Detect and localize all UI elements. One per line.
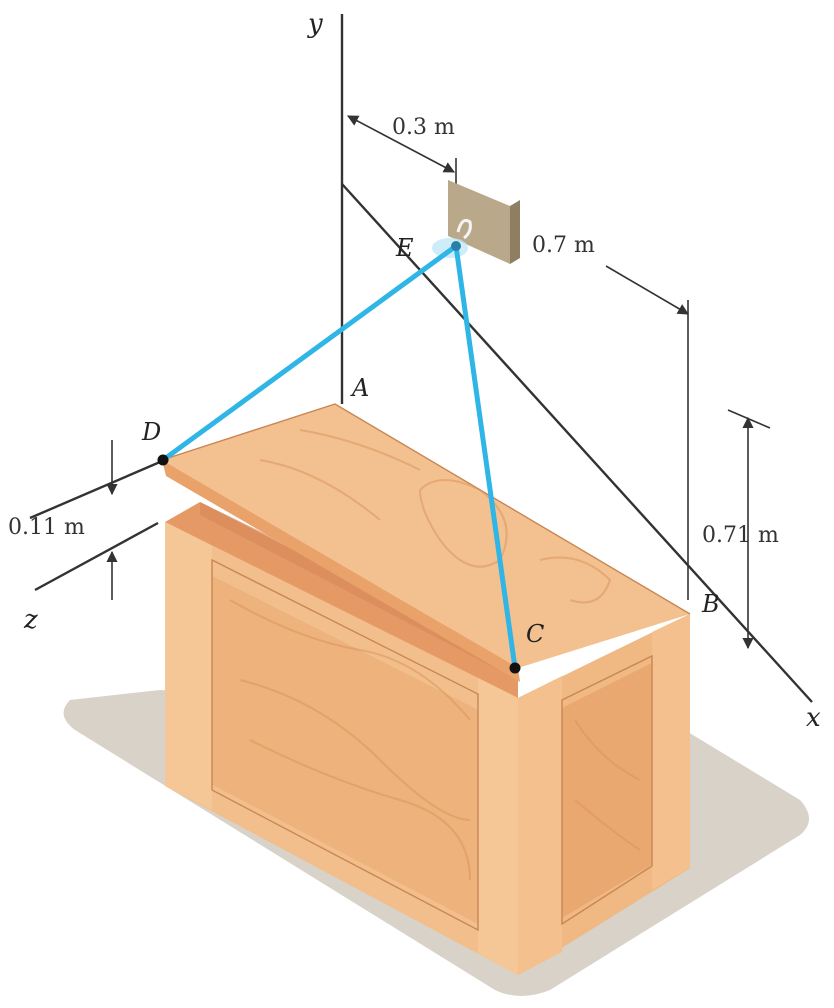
dimension-label-0-7: 0.7 m bbox=[532, 233, 595, 258]
frame-front-left bbox=[165, 522, 212, 810]
grain-front-1 bbox=[229, 599, 471, 721]
eye-hook bbox=[456, 218, 472, 240]
label-d: D bbox=[141, 418, 161, 446]
frame-side-right bbox=[652, 614, 690, 890]
crate-lid-edge bbox=[162, 460, 520, 682]
label-c: C bbox=[526, 620, 544, 648]
wall-bracket-side bbox=[510, 200, 520, 264]
dimension-line-0-7 bbox=[605, 265, 689, 315]
point-e bbox=[451, 241, 461, 251]
label-z: z bbox=[23, 605, 38, 635]
label-a: A bbox=[350, 374, 369, 402]
z-axis-lower bbox=[34, 521, 159, 592]
frame-front-bottom bbox=[165, 760, 518, 975]
label-b: B bbox=[701, 590, 720, 618]
grain-lid-2 bbox=[539, 556, 612, 604]
cable-ec bbox=[453, 243, 518, 671]
label-y: y bbox=[307, 9, 323, 39]
dimension-label-0-3: 0.3 m bbox=[392, 115, 455, 140]
crate-lid bbox=[162, 404, 690, 668]
dimension-label-0-11: 0.11 m bbox=[8, 515, 85, 540]
dimension-label-0-71: 0.71 m bbox=[702, 523, 779, 548]
crate-interior-back bbox=[200, 502, 520, 680]
dimension-tick-0-71-top bbox=[727, 409, 771, 429]
crate-interior bbox=[165, 502, 518, 698]
point-d bbox=[157, 454, 169, 466]
dimension-line-0-3 bbox=[347, 115, 455, 173]
label-e: E bbox=[395, 234, 414, 262]
crate-lid-hinge-edge bbox=[161, 403, 691, 615]
grain-side-1 bbox=[574, 719, 641, 781]
frame-front-right bbox=[478, 678, 518, 975]
point-c bbox=[509, 662, 521, 674]
label-x: x bbox=[806, 703, 821, 733]
frame-side-inner-edge bbox=[561, 654, 653, 926]
grain-front-2 bbox=[239, 679, 471, 821]
grain-lid-3 bbox=[259, 459, 381, 521]
grain-lid-4 bbox=[299, 429, 421, 471]
frame-front-inner-edge bbox=[211, 558, 479, 932]
grain-side-2 bbox=[574, 799, 641, 851]
cable-ed bbox=[160, 243, 459, 463]
grain-front-3 bbox=[249, 739, 471, 881]
crate-front-face bbox=[165, 522, 518, 975]
frame-side-left bbox=[518, 676, 562, 975]
z-axis-upper bbox=[29, 460, 161, 520]
